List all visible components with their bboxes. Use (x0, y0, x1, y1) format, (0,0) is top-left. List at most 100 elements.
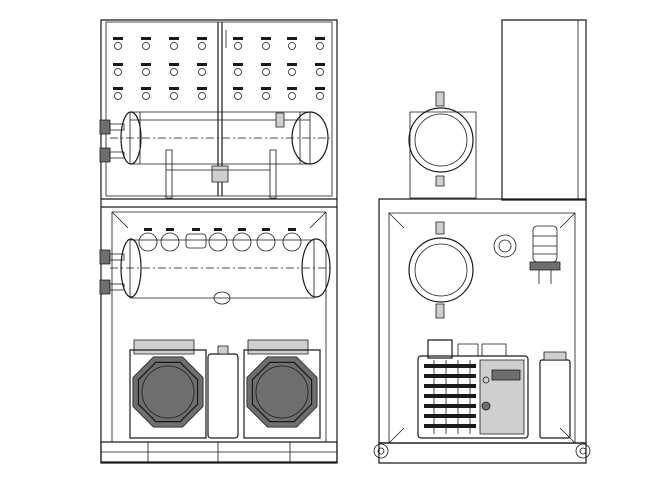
indicator-lamp (289, 93, 296, 100)
front-view (100, 20, 337, 463)
control-valve (530, 226, 560, 284)
indicator-label (233, 63, 243, 66)
indicator-lamp (263, 43, 270, 50)
valve-tag (166, 228, 174, 231)
compressor-fins (424, 360, 476, 434)
compressor-body (130, 350, 206, 438)
indicator-lamp (115, 93, 122, 100)
indicator-lamp (199, 43, 206, 50)
valve-body (161, 233, 179, 251)
side-cabinet (502, 20, 586, 200)
indicator-lamp (115, 69, 122, 76)
indicator-label (141, 37, 151, 40)
side-base (374, 443, 590, 463)
indicator-lamp (317, 69, 324, 76)
compressor-2 (244, 340, 320, 438)
indicator-lamp (263, 93, 270, 100)
separator-cap (218, 346, 228, 354)
indicator-label (287, 37, 297, 40)
valve-tag (288, 228, 296, 231)
indicator-lamp (317, 43, 324, 50)
indicator-label (315, 63, 325, 66)
valve-tag (238, 228, 246, 231)
fin (424, 424, 476, 428)
side-lower-vessel (409, 222, 473, 318)
valve-tag (262, 228, 270, 231)
valve-row (139, 228, 301, 251)
indicator-label (315, 37, 325, 40)
compressor-ring (138, 362, 197, 421)
indicator-lamp (289, 43, 296, 50)
indicator-label (197, 63, 207, 66)
indicator-label (169, 63, 179, 66)
indicator-label (113, 63, 123, 66)
indicator-label (261, 87, 271, 90)
indicator-label (287, 87, 297, 90)
indicator-lamp (143, 69, 150, 76)
compressor-head (248, 340, 308, 354)
side-upper-vessel (409, 92, 476, 198)
indicator-label (141, 87, 151, 90)
indicator-label (113, 87, 123, 90)
indicator-lamp (143, 43, 150, 50)
indicator-lamp (235, 43, 242, 50)
compressor-cover (256, 366, 308, 418)
side-compressor (418, 340, 570, 438)
indicator-label (261, 37, 271, 40)
indicator-lamp (171, 69, 178, 76)
indicator-label (233, 37, 243, 40)
lower-receiver (100, 228, 330, 304)
valve-body (186, 234, 206, 248)
indicator-lamp (235, 69, 242, 76)
indicator-label (169, 87, 179, 90)
compressor-ring (252, 362, 311, 421)
valve-tag (192, 228, 200, 231)
indicator-label (197, 87, 207, 90)
fin (424, 394, 476, 398)
indicator-lamp (171, 93, 178, 100)
compressor-body (244, 350, 320, 438)
compressor-head (134, 340, 194, 354)
indicator-label (287, 63, 297, 66)
indicator-lamp (199, 93, 206, 100)
compressor-housing (247, 357, 317, 427)
indicator-label (113, 37, 123, 40)
compressor-housing (133, 357, 203, 427)
indicator-lamp (289, 69, 296, 76)
indicator-label (261, 63, 271, 66)
compressor-group (130, 340, 320, 438)
fin (424, 374, 476, 378)
valve-tag (214, 228, 222, 231)
front-base (101, 442, 337, 462)
valve-body (209, 233, 227, 251)
front-frame (101, 20, 337, 463)
upper-receiver (100, 112, 330, 198)
indicator-grid (113, 37, 325, 100)
compressor-cover (142, 366, 194, 418)
indicator-lamp (263, 69, 270, 76)
oil-separator (208, 354, 238, 438)
valve-body (139, 233, 157, 251)
fin (424, 404, 476, 408)
indicator-lamp (199, 69, 206, 76)
indicator-label (169, 37, 179, 40)
indicator-lamp (143, 93, 150, 100)
valve-tag (144, 228, 152, 231)
indicator-label (141, 63, 151, 66)
valve-body (283, 233, 301, 251)
indicator-label (197, 37, 207, 40)
fin (424, 364, 476, 368)
indicator-label (315, 87, 325, 90)
fin (424, 414, 476, 418)
indicator-label (233, 87, 243, 90)
indicator-lamp (317, 93, 324, 100)
valve-body (233, 233, 251, 251)
fin (424, 384, 476, 388)
side-view (374, 20, 590, 463)
indicator-lamp (115, 43, 122, 50)
indicator-lamp (235, 93, 242, 100)
indicator-lamp (171, 43, 178, 50)
compressor-1 (130, 340, 238, 438)
sight-glass (494, 235, 516, 257)
